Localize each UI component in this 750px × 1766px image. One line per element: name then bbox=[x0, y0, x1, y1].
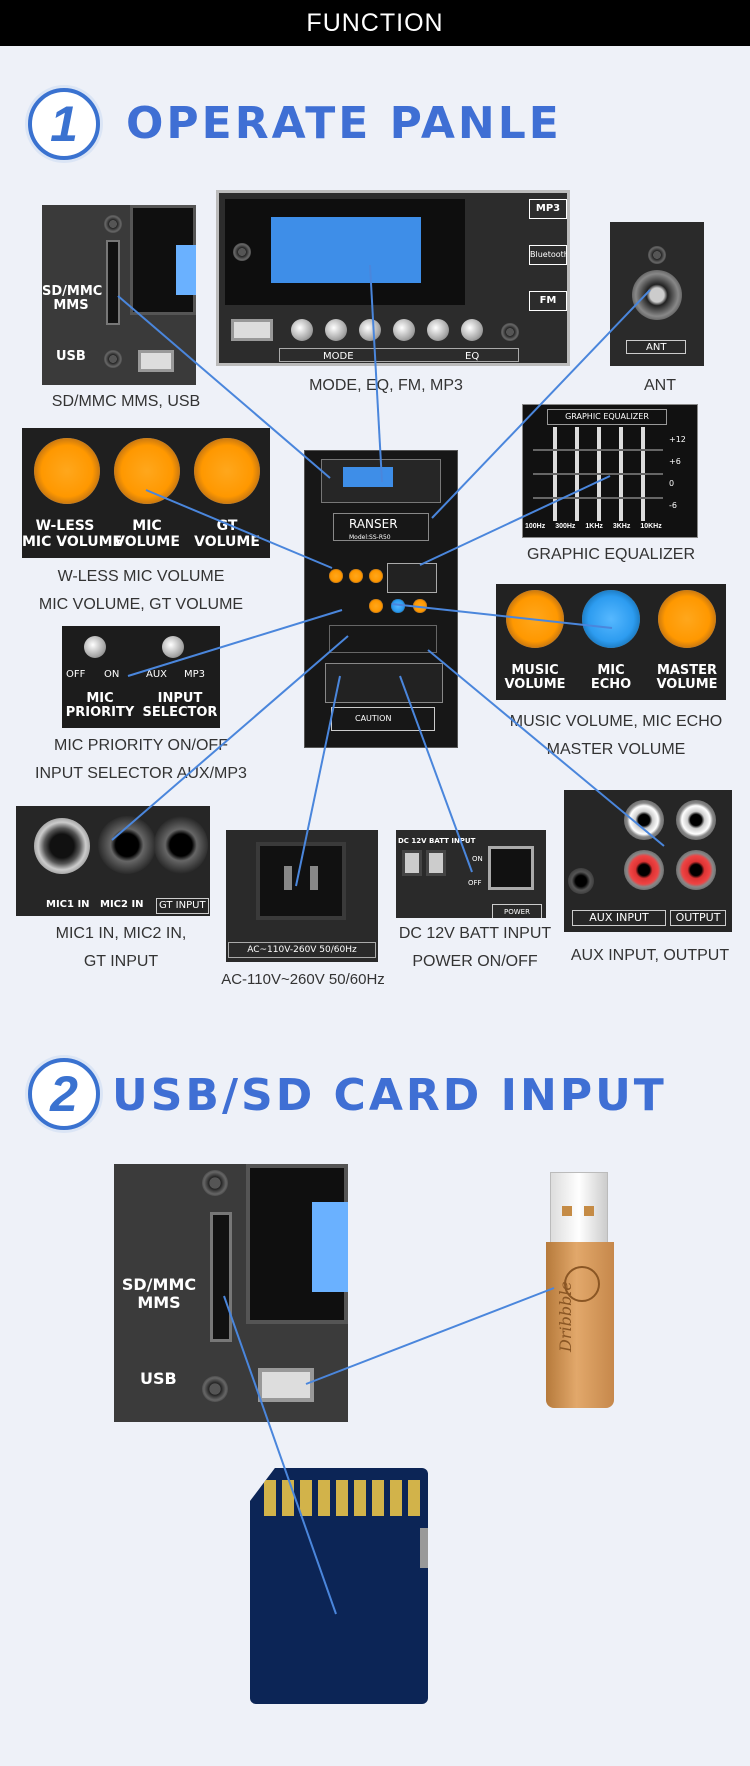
caption-prio1: MIC PRIORITY ON/OFF bbox=[54, 737, 228, 754]
sdmmc-large-label: SD/MMC MMS bbox=[121, 1275, 197, 1312]
sd-card bbox=[250, 1468, 428, 1704]
mp3-module-photo: MP3 Bluetooth FM MODE EQ bbox=[216, 190, 570, 366]
caption-mic2: GT INPUT bbox=[83, 953, 159, 970]
caption-dc1: DC 12V BATT INPUT bbox=[398, 925, 552, 942]
mic-inputs-photo: MIC1 IN MIC2 IN GT INPUT bbox=[16, 806, 210, 916]
usb-sd-large-photo: SD/MMC MMS USB bbox=[114, 1164, 348, 1422]
fm-label: FM bbox=[529, 291, 567, 311]
mic-echo-label: MIC ECHO bbox=[590, 663, 632, 692]
caption-ant: ANT bbox=[644, 377, 676, 394]
ant-label: ANT bbox=[646, 342, 667, 353]
sdmmc-label: SD/MMC MMS bbox=[42, 284, 103, 313]
section-2-number: 2 bbox=[50, 1066, 78, 1122]
usb-large-label: USB bbox=[140, 1369, 177, 1388]
caption-sd-usb: SD/MMC MMS, USB bbox=[51, 393, 201, 410]
mic1-in-label: MIC1 IN bbox=[46, 899, 90, 910]
eq-freq-labels: 100Hz 300Hz 1KHz 3KHz 10KHz bbox=[525, 523, 662, 530]
model-label: Model:SS-R50 bbox=[349, 534, 391, 541]
wless-label: W-LESS MIC VOLUME bbox=[22, 518, 123, 550]
caption-vol2: MIC VOLUME, GT VOLUME bbox=[38, 596, 244, 613]
caption-aux: AUX INPUT, OUTPUT bbox=[570, 947, 730, 964]
aux-input-label: AUX INPUT bbox=[572, 910, 666, 926]
power-label: POWER bbox=[492, 904, 542, 918]
music-volume-label: MUSIC VOLUME bbox=[504, 663, 566, 692]
section-1-badge: 1 bbox=[28, 88, 100, 160]
aux-output-photo: AUX INPUT OUTPUT bbox=[564, 790, 732, 932]
caption-eq: GRAPHIC EQUALIZER bbox=[526, 546, 696, 563]
mic-volume-label: MIC VOLUME bbox=[114, 518, 180, 550]
off-label: OFF bbox=[66, 669, 86, 680]
ac-voltage-label: AC~110V-260V 50/60Hz bbox=[228, 942, 376, 958]
mp3-select-label: MP3 bbox=[184, 669, 206, 680]
header-bar: FUNCTION bbox=[0, 0, 750, 46]
gt-input-label: GT INPUT bbox=[156, 898, 209, 914]
caption-music1: MUSIC VOLUME, MIC ECHO bbox=[509, 713, 723, 730]
mic2-in-label: MIC2 IN bbox=[100, 899, 144, 910]
input-selector-label: INPUT SELECTOR bbox=[142, 691, 218, 720]
header-title: FUNCTION bbox=[306, 9, 444, 37]
caption-mic1: MIC1 IN, MIC2 IN, bbox=[55, 925, 187, 942]
gt-volume-label: GT VOLUME bbox=[194, 518, 260, 550]
on-label: ON bbox=[104, 669, 120, 680]
section-1-number: 1 bbox=[50, 96, 78, 152]
aux-label: AUX bbox=[146, 669, 168, 680]
section-1-title: OPERATE PANLE bbox=[126, 98, 562, 149]
dc-power-photo: DC 12V BATT INPUT ON OFF POWER bbox=[396, 830, 546, 918]
caption-mode: MODE, EQ, FM, MP3 bbox=[309, 377, 463, 394]
usb-flash-drive: Dribbble bbox=[546, 1172, 614, 1408]
ant-photo: ANT bbox=[610, 222, 704, 366]
brand-label: RANSER bbox=[349, 517, 398, 531]
section-2-badge: 2 bbox=[28, 1058, 100, 1130]
switch-off-label: OFF bbox=[468, 879, 482, 887]
sd-usb-photo: SD/MMC MMS USB bbox=[42, 205, 196, 385]
eq-title-label: GRAPHIC EQUALIZER bbox=[547, 409, 667, 425]
section-2-title: USB/SD CARD INPUT bbox=[112, 1070, 667, 1121]
caption-prio2: INPUT SELECTOR AUX/MP3 bbox=[35, 765, 247, 782]
volume-knobs-photo: W-LESS MIC VOLUME MIC VOLUME GT VOLUME bbox=[22, 428, 270, 558]
priority-selector-photo: OFF ON AUX MP3 MIC PRIORITY INPUT SELECT… bbox=[62, 626, 220, 728]
caption-vol1: W-LESS MIC VOLUME bbox=[57, 568, 225, 585]
mp3-label: MP3 bbox=[529, 199, 567, 219]
flash-brand-text: Dribbble bbox=[556, 1281, 575, 1352]
caption-music2: MASTER VOLUME bbox=[546, 741, 686, 758]
switch-on-label: ON bbox=[472, 855, 483, 863]
mic-priority-label: MIC PRIORITY bbox=[65, 691, 135, 720]
master-volume-label: MASTER VOLUME bbox=[656, 663, 718, 692]
caution-label: CAUTION bbox=[355, 714, 392, 723]
caption-ac: AC-110V~260V 50/60Hz bbox=[221, 971, 385, 988]
amplifier-panel-photo: RANSER Model:SS-R50 CAUTION bbox=[304, 450, 458, 748]
output-label: OUTPUT bbox=[670, 910, 726, 926]
bluetooth-label: Bluetooth bbox=[529, 245, 567, 265]
dc-title-label: DC 12V BATT INPUT bbox=[398, 837, 476, 845]
usb-label: USB bbox=[56, 349, 86, 364]
eq-button-label: EQ bbox=[465, 351, 480, 362]
ac-socket-photo: AC~110V-260V 50/60Hz bbox=[226, 830, 378, 962]
mode-label: MODE bbox=[323, 351, 354, 362]
caption-dc2: POWER ON/OFF bbox=[412, 953, 538, 970]
music-master-photo: MUSIC VOLUME MIC ECHO MASTER VOLUME bbox=[496, 584, 726, 700]
